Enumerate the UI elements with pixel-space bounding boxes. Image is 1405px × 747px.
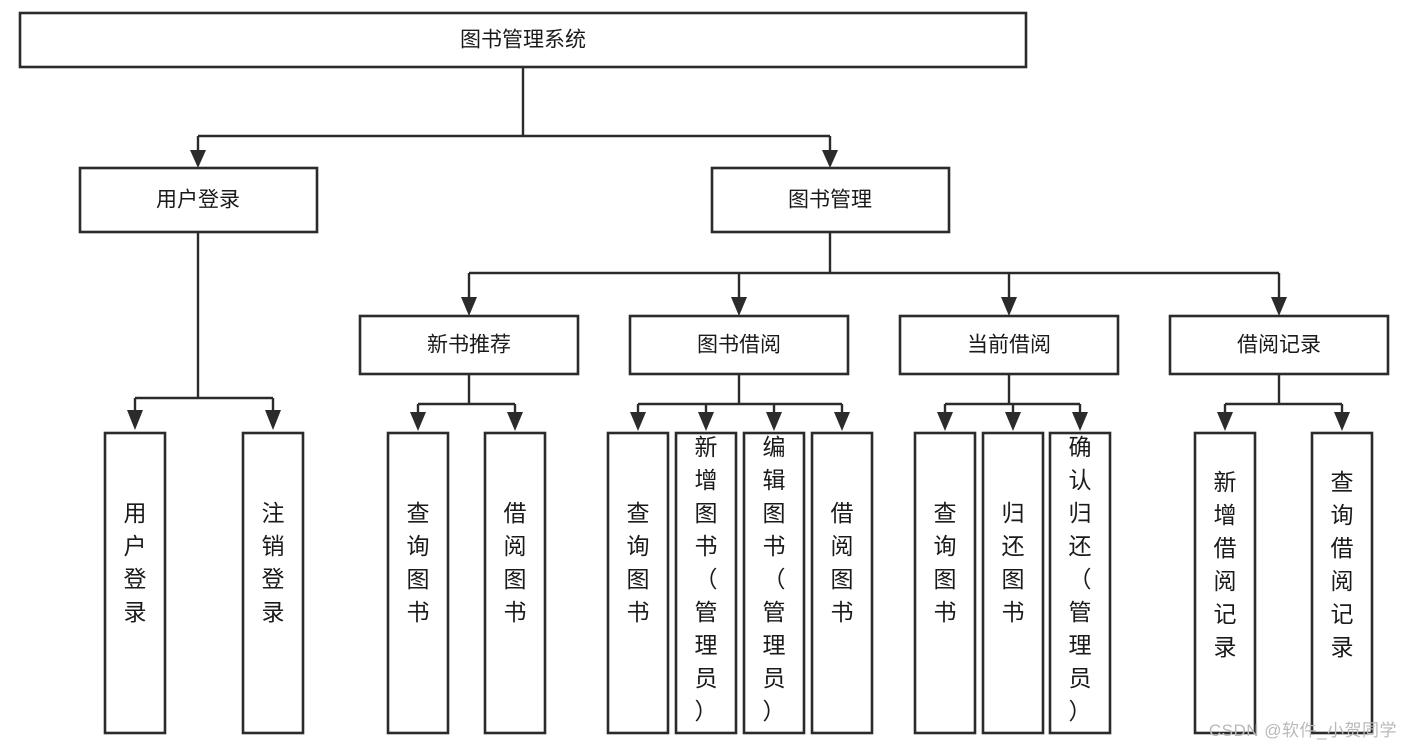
leaf-user-login-1-box[interactable] xyxy=(103,431,167,735)
arrow-book-mgmt-c2 xyxy=(731,297,747,316)
leaf-borrow-record-1-box[interactable] xyxy=(1193,431,1257,735)
leaf-user-login-2[interactable]: 注销登录 xyxy=(241,431,305,735)
node-book-borrow[interactable]: 图书借阅 xyxy=(628,314,850,376)
node-user-login-label: 用户登录 xyxy=(156,189,240,212)
leaf-new-book-1-box[interactable] xyxy=(386,431,450,735)
leaf-book-borrow-1-label: 查询图书 xyxy=(627,500,650,625)
leaf-borrow-record-2[interactable]: 查询借阅记录 xyxy=(1310,431,1374,735)
leaf-borrow-record-1-label: 新增借阅记录 xyxy=(1214,469,1237,660)
leaf-borrow-record-2-label: 查询借阅记录 xyxy=(1331,469,1354,660)
arrow-current-borrow-l3 xyxy=(1072,412,1088,431)
arrow-user-login-l2 xyxy=(265,410,281,430)
leaf-current-borrow-1-box[interactable] xyxy=(913,431,977,735)
leaf-new-book-2-box[interactable] xyxy=(483,431,547,735)
leaf-current-borrow-3-label: 确认归还（管理员） xyxy=(1069,434,1092,724)
node-borrow-record[interactable]: 借阅记录 xyxy=(1168,314,1390,376)
arrow-book-borrow-l4 xyxy=(834,412,850,431)
node-book-management-label: 图书管理 xyxy=(788,189,872,212)
leaf-book-borrow-1[interactable]: 查询图书 xyxy=(606,431,670,735)
arrow-book-borrow-l3 xyxy=(766,412,782,431)
leaf-new-book-1-label: 查询图书 xyxy=(407,500,430,625)
arrow-book-borrow-l1 xyxy=(630,412,646,431)
arrow-book-mgmt-c3 xyxy=(1001,297,1017,316)
node-book-management-box[interactable] xyxy=(710,166,951,234)
node-current-borrow-label: 当前借阅 xyxy=(967,334,1051,357)
node-new-book-recommend[interactable]: 新书推荐 xyxy=(358,314,580,376)
node-user-login[interactable]: 用户登录 xyxy=(78,166,319,234)
leaf-current-borrow-1[interactable]: 查询图书 xyxy=(913,431,977,735)
node-current-borrow[interactable]: 当前借阅 xyxy=(898,314,1120,376)
leaf-current-borrow-2-box[interactable] xyxy=(981,431,1045,735)
leaf-book-borrow-2-box[interactable] xyxy=(674,431,738,735)
node-book-management[interactable]: 图书管理 xyxy=(710,166,951,234)
node-root-system[interactable]: 图书管理系统 xyxy=(18,11,1028,69)
leaf-book-borrow-4-box[interactable] xyxy=(810,431,874,735)
leaf-user-login-1[interactable]: 用户登录 xyxy=(103,431,167,735)
node-new-book-recommend-box[interactable] xyxy=(358,314,580,376)
leaf-current-borrow-2-label: 归还图书 xyxy=(1002,500,1025,625)
leaf-book-borrow-3[interactable]: 编辑图书（管理员） xyxy=(742,431,806,735)
leaf-new-book-1[interactable]: 查询图书 xyxy=(386,431,450,735)
leaf-current-borrow-2[interactable]: 归还图书 xyxy=(981,431,1045,735)
leaf-current-borrow-1-label: 查询图书 xyxy=(934,500,957,625)
node-new-book-recommend-label: 新书推荐 xyxy=(427,334,511,357)
arrow-borrow-record-l2 xyxy=(1334,412,1350,431)
arrow-borrow-record-l1 xyxy=(1217,412,1233,431)
leaf-current-borrow-3[interactable]: 确认归还（管理员） xyxy=(1048,431,1112,735)
arrow-current-borrow-l1 xyxy=(937,412,953,431)
leaf-current-borrow-3-box[interactable] xyxy=(1048,431,1112,735)
leaf-borrow-record-1[interactable]: 新增借阅记录 xyxy=(1193,431,1257,735)
node-root-box[interactable] xyxy=(18,11,1028,69)
arrow-new-book-l1 xyxy=(410,412,426,431)
arrow-root-to-user-login xyxy=(190,150,206,168)
node-book-borrow-label: 图书借阅 xyxy=(697,334,781,357)
node-current-borrow-box[interactable] xyxy=(898,314,1120,376)
leaf-new-book-2-label: 借阅图书 xyxy=(504,500,527,625)
leaf-book-borrow-2[interactable]: 新增图书（管理员） xyxy=(674,431,738,735)
connector-layer xyxy=(127,67,1350,431)
leaf-user-login-2-box[interactable] xyxy=(241,431,305,735)
arrow-book-mgmt-c4 xyxy=(1271,297,1287,316)
leaf-book-borrow-2-label: 新增图书（管理员） xyxy=(695,434,718,724)
arrow-root-to-book-mgmt xyxy=(822,150,838,168)
leaf-borrow-record-2-box[interactable] xyxy=(1310,431,1374,735)
leaf-book-borrow-4[interactable]: 借阅图书 xyxy=(810,431,874,735)
leaf-user-login-1-label: 用户登录 xyxy=(124,500,147,625)
leaf-user-login-2-label: 注销登录 xyxy=(262,500,285,625)
arrow-new-book-l2 xyxy=(507,412,523,431)
leaf-book-borrow-1-box[interactable] xyxy=(606,431,670,735)
leaf-book-borrow-4-label: 借阅图书 xyxy=(831,500,854,625)
arrow-current-borrow-l2 xyxy=(1005,412,1021,431)
node-user-login-box[interactable] xyxy=(78,166,319,234)
arrow-book-borrow-l2 xyxy=(698,412,714,431)
node-root-label: 图书管理系统 xyxy=(460,29,586,52)
node-borrow-record-box[interactable] xyxy=(1168,314,1390,376)
arrow-user-login-l1 xyxy=(127,410,143,430)
node-borrow-record-label: 借阅记录 xyxy=(1237,334,1321,357)
leaf-book-borrow-3-box[interactable] xyxy=(742,431,806,735)
leaf-book-borrow-3-label: 编辑图书（管理员） xyxy=(763,434,786,724)
leaf-new-book-2[interactable]: 借阅图书 xyxy=(483,431,547,735)
node-book-borrow-box[interactable] xyxy=(628,314,850,376)
arrow-book-mgmt-c1 xyxy=(461,297,477,316)
